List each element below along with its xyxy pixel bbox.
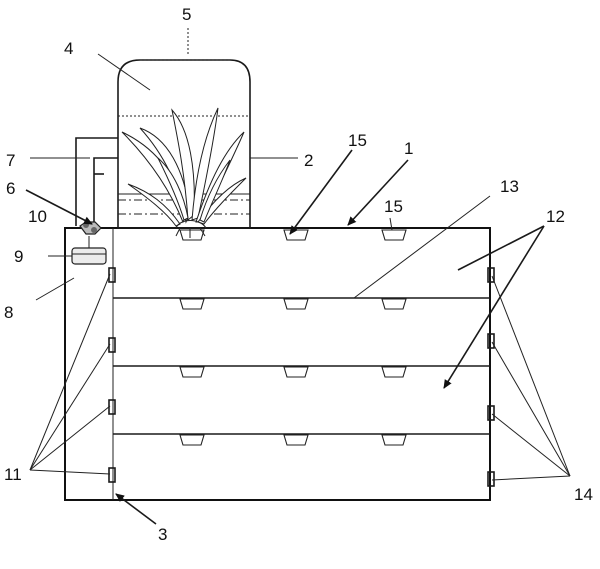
label-7: 7	[6, 151, 15, 170]
planting-cups	[179, 229, 407, 446]
label-4: 4	[64, 39, 73, 58]
leader-lines	[29, 28, 571, 481]
tray-lines	[113, 297, 490, 435]
right-valves	[487, 267, 495, 487]
label-8: 8	[4, 303, 13, 322]
label-14: 14	[574, 485, 593, 504]
label-10: 10	[28, 207, 47, 226]
label-9: 9	[14, 247, 23, 266]
main-frame	[64, 227, 491, 501]
label-15-top: 15	[348, 131, 367, 150]
label-1: 1	[404, 139, 413, 158]
label-3: 3	[158, 525, 167, 544]
overflow-pipe	[75, 137, 118, 226]
plant	[121, 107, 247, 238]
water-pump	[71, 247, 107, 265]
label-11: 11	[4, 465, 22, 484]
label-12: 12	[546, 207, 565, 226]
label-13: 13	[500, 177, 519, 196]
label-5: 5	[182, 5, 191, 24]
label-15-cup: 15	[384, 197, 403, 216]
label-6: 6	[6, 179, 15, 198]
arrows	[25, 149, 545, 525]
label-2: 2	[304, 151, 313, 170]
